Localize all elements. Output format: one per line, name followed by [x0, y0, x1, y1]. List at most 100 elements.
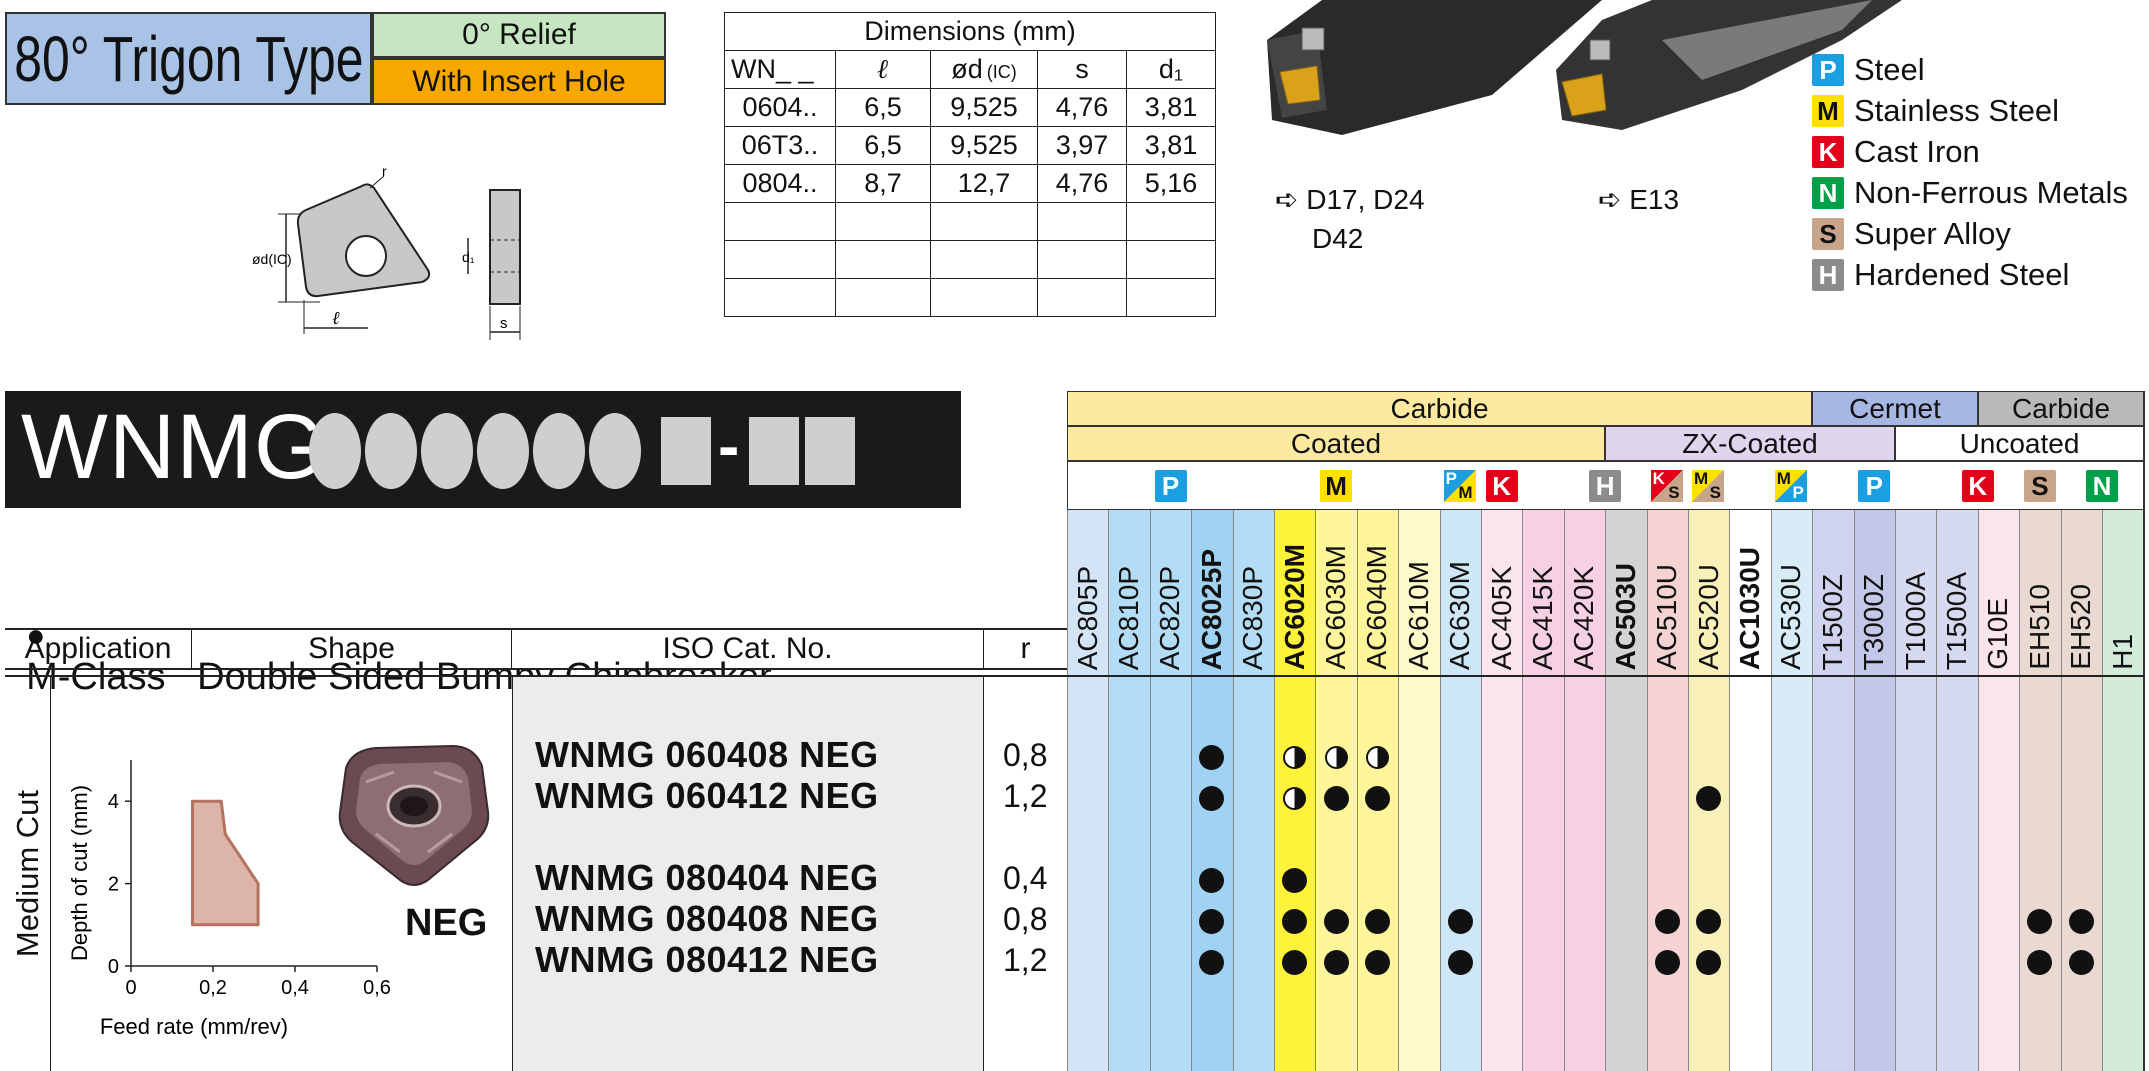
corner-radius: 0,8 — [1003, 901, 1048, 937]
grade-code-ac630m: AC630M — [1444, 561, 1476, 670]
grade-code-g10e: G10E — [1982, 598, 2014, 670]
availability-dot — [2068, 949, 2094, 975]
group-uncoated: Uncoated — [1895, 426, 2144, 461]
grade-code-ac805p: AC805P — [1071, 565, 1103, 670]
grade-column-bg — [1977, 510, 2020, 1071]
group-cermet: Cermet — [1812, 391, 1978, 426]
grade-column-bg — [1439, 510, 1481, 1071]
grade-code-eh510: EH510 — [2023, 584, 2055, 670]
availability-dot — [1365, 949, 1390, 975]
iso-m-badge: M — [1320, 470, 1353, 502]
header-iso-cat-no: ISO Cat. No. — [512, 628, 984, 670]
r-label: r — [382, 163, 387, 179]
iso-k-badge: K — [1812, 136, 1844, 168]
header-r: r — [1020, 632, 1031, 665]
dimensions-table: Dimensions (mm) WN_ _ ℓ ød(IC) s d₁ 0604… — [724, 12, 1216, 317]
availability-dot — [1654, 908, 1680, 934]
iso-cat-number: WNMG 080404 NEG — [535, 857, 879, 898]
iso-cat-number: WNMG 060408 NEG — [535, 734, 879, 775]
code-oval — [477, 413, 529, 489]
availability-dot — [1199, 949, 1225, 975]
corner-radius: 0,8 — [1003, 737, 1048, 773]
availability-dot — [1199, 867, 1225, 893]
iso-h-badge: H — [1589, 470, 1622, 502]
availability-dot — [1654, 949, 1680, 975]
dimensions-header-row: WN_ _ ℓ ød(IC) s d₁ — [724, 50, 1216, 89]
grade-code-eh520: EH520 — [2065, 584, 2097, 670]
grade-column-bg — [1812, 510, 1854, 1071]
grade-code-ac405k: AC405K — [1485, 565, 1517, 670]
y-axis-label: Depth of cut (mm) — [67, 785, 92, 961]
x-tick-label: 0,6 — [363, 977, 391, 999]
group-carbide-coated: Carbide — [1067, 391, 1812, 426]
iso-cat-number: WNMG 060412 NEG — [535, 775, 879, 816]
availability-dot — [2027, 949, 2053, 975]
dimensions-row — [724, 240, 1216, 279]
availability-half-dot — [1366, 745, 1389, 769]
grade-table-right-edge — [2143, 391, 2145, 1071]
y-tick-label: 0 — [108, 956, 119, 978]
grade-column-bg — [1108, 510, 1150, 1071]
grade-code-h1: H1 — [2106, 634, 2138, 670]
grade-column-bg — [1149, 510, 1192, 1071]
legend-label: Super Alloy — [1854, 216, 2011, 251]
grade-column-bg — [1729, 510, 1771, 1071]
availability-dot — [1365, 785, 1390, 811]
legend-label: Stainless Steel — [1854, 93, 2060, 128]
holder-image-1 — [1267, 0, 1602, 135]
insert-diagram: ød(IC) ℓ r d₁ s — [252, 163, 521, 340]
iso-m-badge: M — [1812, 95, 1844, 127]
grade-code-t3000z: T3000Z — [1858, 573, 1890, 671]
holder-ref-1: ➪ D17, D24 D42 — [1275, 184, 1425, 254]
corner-radius: 0,4 — [1003, 860, 1048, 896]
grade-code-t1000a: T1000A — [1899, 571, 1931, 670]
grade-column-bg — [1895, 510, 1937, 1071]
code-ovals — [309, 413, 641, 489]
availability-dot — [1282, 949, 1308, 975]
grade-code-ac830p: AC830P — [1237, 565, 1269, 670]
relief-label: 0° Relief — [372, 12, 666, 58]
grade-column-bg — [2019, 510, 2061, 1071]
corner-radius: 1,2 — [1003, 942, 1048, 978]
availability-dot — [1365, 908, 1390, 934]
availability-dot — [1696, 908, 1722, 934]
grade-column-bg — [1853, 510, 1895, 1071]
grade-code-ac510u: AC510U — [1651, 564, 1683, 670]
insert-hole-label: With Insert Hole — [372, 58, 666, 105]
legend-label: Hardened Steel — [1854, 257, 2070, 292]
grade-column-bg — [1232, 510, 1274, 1071]
legend-label: Steel — [1854, 52, 1925, 87]
grade-column-bg — [1398, 510, 1440, 1071]
availability-half-dot — [1283, 786, 1307, 810]
availability-dot — [1199, 908, 1225, 934]
iso-cat-number: WNMG 080412 NEG — [535, 939, 879, 980]
grade-code-ac810p: AC810P — [1112, 565, 1144, 670]
grade-column-bg — [1563, 510, 1606, 1071]
s-label: s — [500, 315, 508, 332]
y-tick-label: 2 — [108, 874, 119, 896]
availability-dot — [1323, 949, 1349, 975]
grade-code-t1500z: T1500Z — [1816, 573, 1848, 671]
availability-dot — [1447, 908, 1473, 934]
code-dash: - — [718, 410, 740, 482]
grade-column-bg — [1522, 510, 1564, 1071]
header-shape: Shape — [192, 628, 512, 670]
grade-code-ac6020m: AC6020M — [1278, 543, 1310, 670]
holder-ref-2: ➪ E13 — [1598, 184, 1680, 215]
grade-code-ac6040m: AC6040M — [1361, 545, 1393, 670]
holder-image-2 — [1556, 0, 1902, 130]
application-cell: Medium Cut — [5, 677, 51, 1071]
grade-code-ac530u: AC530U — [1775, 564, 1807, 670]
availability-dot — [2068, 908, 2094, 934]
type-title: 80° Trigon Type — [13, 22, 364, 95]
grade-column-bg — [1067, 510, 1109, 1071]
y-tick-label: 4 — [108, 791, 119, 813]
group-carbide-uncoated: Carbide — [1978, 391, 2144, 426]
grade-code-ac820p: AC820P — [1154, 565, 1186, 670]
dimensions-row — [724, 278, 1216, 317]
